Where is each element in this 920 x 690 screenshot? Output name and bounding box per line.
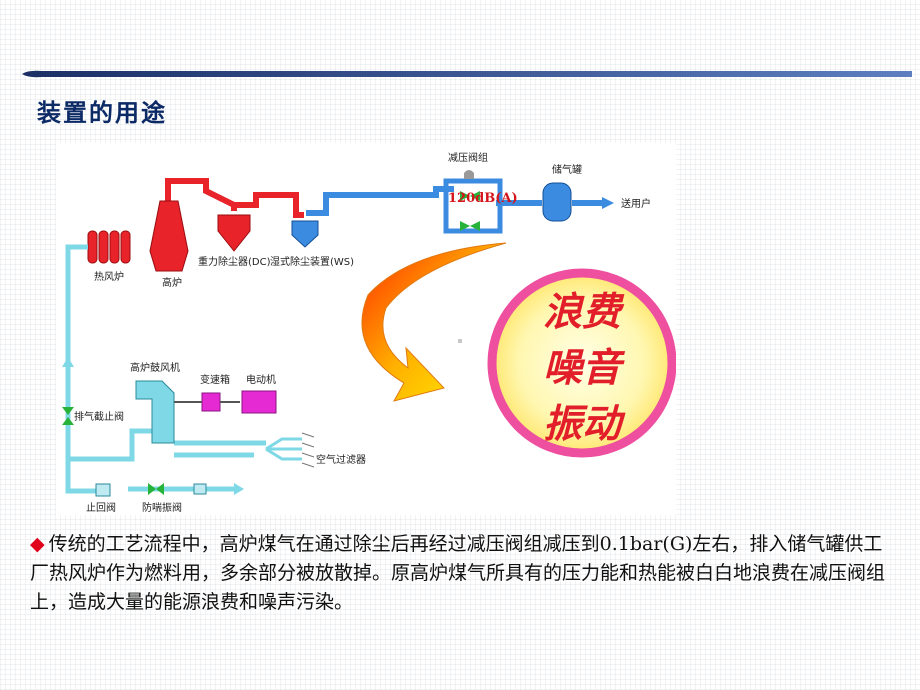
- raw-gas-pipe: [165, 178, 304, 218]
- gas-holder: [542, 182, 572, 222]
- wet-dust-catcher: [291, 220, 319, 248]
- effect-waste: 浪费: [543, 290, 625, 335]
- blast-furnace: [149, 200, 189, 272]
- effect-noise: 噪音: [543, 346, 626, 391]
- air-flow-arrow: [234, 483, 244, 495]
- diamond-bullet-icon: ◆: [30, 533, 45, 555]
- air-up-arrow: [62, 357, 74, 367]
- check-valve: [95, 483, 111, 497]
- label-hot-stove: 热风炉: [94, 270, 124, 283]
- label-gas-holder: 储气罐: [552, 163, 582, 176]
- hot-stove: [87, 230, 131, 264]
- clean-gas-pipe: [306, 186, 602, 216]
- label-gearbox: 变速箱: [200, 373, 230, 386]
- marker-dot: [458, 339, 462, 343]
- exhaust-valve: [62, 407, 74, 425]
- air-filter: [265, 432, 315, 468]
- to-user-arrow: [602, 197, 614, 209]
- label-motor: 电动机: [246, 373, 276, 386]
- header-rule: [22, 70, 912, 78]
- process-diagram: 热风炉 高炉 重力除尘器(DC) 湿式除尘装置(WS) 减压阀组 120dB(A…: [56, 143, 676, 515]
- surge-valve: [148, 483, 207, 495]
- consequence-arrow: [361, 242, 507, 402]
- label-check-valve: 止回阀: [86, 501, 116, 514]
- label-gravity-dust-catcher: 重力除尘器(DC): [198, 255, 271, 268]
- description-paragraph: ◆传统的工艺流程中，高炉煤气在通过除尘后再经过减压阀组减压到0.1bar(G)左…: [30, 530, 900, 617]
- gearbox: [201, 392, 221, 412]
- noise-level-label: 120dB(A): [448, 191, 518, 206]
- label-wet-dust-catcher: 湿式除尘装置(WS): [270, 255, 354, 268]
- label-to-user: 送用户: [621, 197, 651, 210]
- label-air-filter: 空气过滤器: [316, 453, 366, 466]
- effect-vibration: 振动: [543, 402, 626, 447]
- pressure-valve-group: [443, 170, 503, 234]
- label-surge-valve: 防喘振阀: [142, 501, 182, 514]
- label-blower: 高炉鼓风机: [130, 361, 180, 374]
- air-pipe: [65, 244, 266, 494]
- label-pressure-valve-group: 减压阀组: [448, 151, 488, 164]
- gravity-dust-catcher: [217, 214, 251, 252]
- label-exhaust-valve: 排气截止阀: [74, 410, 124, 423]
- blast-blower: [135, 380, 175, 444]
- page-title: 装置的用途: [37, 99, 167, 127]
- description-text: 传统的工艺流程中，高炉煤气在通过除尘后再经过减压阀组减压到0.1bar(G)左右…: [30, 533, 886, 613]
- motor: [241, 390, 277, 414]
- effect-circle: [487, 268, 676, 458]
- label-blast-furnace: 高炉: [162, 276, 182, 289]
